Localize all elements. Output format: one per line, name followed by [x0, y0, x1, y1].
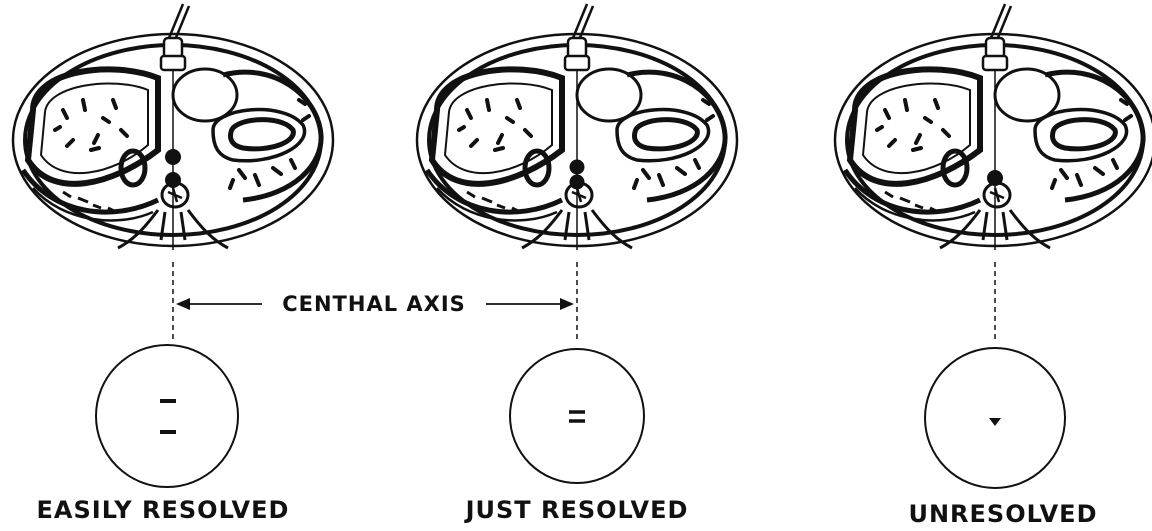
cross-section-3: [835, 4, 1152, 250]
display-circle-1: [96, 345, 238, 487]
target-merged-3: [987, 170, 1003, 186]
cross-section-2: [417, 4, 737, 250]
axis-arrow-left-head: [176, 298, 190, 310]
caption-easily-resolved: EASILY RESOLVED: [37, 496, 290, 524]
echo-blob-3: [989, 418, 1001, 426]
target-upper-2: [570, 160, 585, 175]
target-lower-2: [570, 175, 585, 190]
panel-unresolved: UNRESOLVED: [835, 4, 1152, 528]
target-upper-1: [165, 149, 181, 165]
cross-section-1: [13, 4, 333, 250]
display-circle-2: [510, 349, 644, 483]
axis-arrow-right-head: [560, 298, 574, 310]
central-axis-annotation: CENTHAL AXIS: [176, 292, 574, 316]
caption-just-resolved: JUST RESOLVED: [464, 496, 689, 524]
panel-easily-resolved: EASILY RESOLVED: [13, 4, 333, 524]
panel-just-resolved: JUST RESOLVED: [417, 4, 737, 524]
central-axis-label: CENTHAL AXIS: [282, 292, 466, 316]
caption-unresolved: UNRESOLVED: [908, 500, 1097, 528]
target-lower-1: [165, 172, 181, 188]
